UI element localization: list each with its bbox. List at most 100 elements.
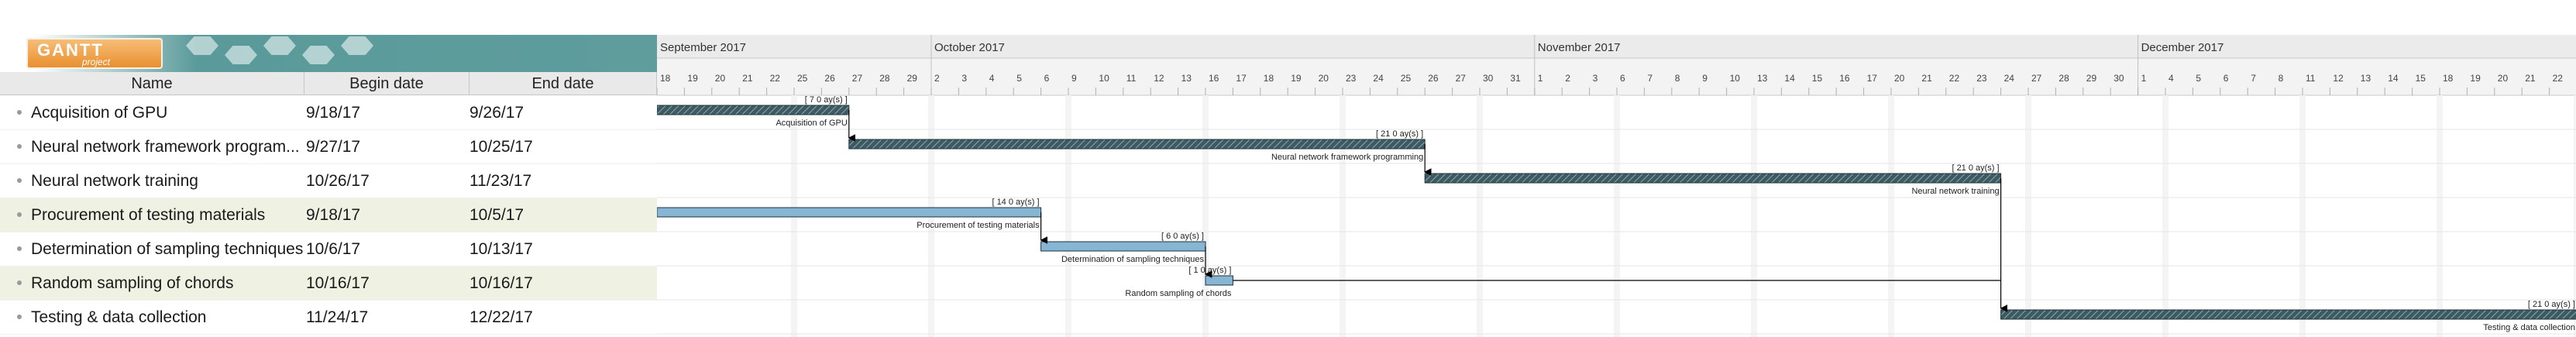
task-end-date: 10/5/17: [469, 206, 524, 224]
task-name: Determination of sampling techniques: [31, 240, 304, 258]
task-name: Random sampling of chords: [31, 274, 234, 292]
task-begin-date: 9/18/17: [306, 206, 361, 224]
task-bullet-icon: [17, 280, 22, 285]
day-label: 19: [1291, 73, 1302, 84]
task-bar: [1424, 173, 2002, 184]
day-label: 11: [2306, 73, 2316, 84]
gantt-logo: [26, 38, 163, 69]
day-label: 20: [1894, 73, 1905, 84]
task-bar-label: Neural network training: [1911, 187, 1999, 196]
month-label: October 2017: [934, 41, 1005, 54]
task-duration-label: [ 21 0 ay(s) ]: [2528, 300, 2575, 309]
task-begin-date: 10/6/17: [306, 240, 361, 258]
day-label: 13: [1181, 73, 1192, 84]
day-label: 2: [934, 73, 940, 84]
day-label: 2: [1565, 73, 1570, 84]
task-duration-label: [ 6 0 ay(s) ]: [1161, 232, 1204, 241]
day-label: 14: [2388, 73, 2399, 84]
weekend-shade: [2437, 95, 2443, 337]
weekend-shade: [1340, 95, 1346, 337]
column-header-end-date[interactable]: End date: [469, 72, 657, 95]
month-label: December 2017: [2141, 41, 2224, 54]
day-label: 26: [824, 73, 835, 84]
day-label: 25: [797, 73, 808, 84]
task-bar-label: Testing & data collection: [2483, 323, 2575, 332]
task-bar-label: Acquisition of GPU: [776, 119, 847, 128]
day-label: 18: [660, 73, 671, 84]
task-name: Neural network framework program...: [31, 138, 300, 156]
day-label: 23: [1346, 73, 1357, 84]
day-label: 13: [1757, 73, 1768, 84]
day-label: 30: [2113, 73, 2124, 84]
month-label: September 2017: [660, 41, 746, 54]
day-label: 6: [2223, 73, 2229, 84]
day-label: 8: [2279, 73, 2284, 84]
day-label: 5: [1016, 73, 1022, 84]
task-bullet-icon: [17, 178, 22, 183]
day-label: 24: [2004, 73, 2015, 84]
day-label: 15: [1812, 73, 1823, 84]
day-label: 16: [1839, 73, 1850, 84]
task-bar-label: Neural network framework programming: [1271, 153, 1423, 162]
task-duration-label: [ 14 0 ay(s) ]: [992, 198, 1039, 207]
day-label: 6: [1620, 73, 1625, 84]
day-label: 23: [1976, 73, 1987, 84]
day-label: 19: [687, 73, 698, 84]
task-row[interactable]: Neural network framework program...9/27/…: [0, 130, 657, 164]
task-name: Testing & data collection: [31, 308, 207, 326]
column-header-name[interactable]: Name: [0, 72, 304, 95]
task-begin-date: 11/24/17: [306, 308, 369, 326]
task-row[interactable]: Testing & data collection 11/24/17 12/22/1…: [0, 301, 657, 335]
weekend-shade: [1477, 95, 1483, 337]
task-bar-label: Determination of sampling techniques: [1061, 255, 1205, 264]
day-label: 16: [1209, 73, 1219, 84]
day-label: 25: [1401, 73, 1412, 84]
weekend-shade: [2025, 95, 2031, 337]
task-end-date: 11/23/17: [469, 172, 532, 190]
task-name: Procurement of testing materials: [31, 206, 266, 224]
task-duration-label: [ 21 0 ay(s) ]: [1952, 163, 1999, 173]
logo-subtext: project: [82, 57, 111, 67]
day-label: 20: [2498, 73, 2509, 84]
task-name: Acquisition of GPU: [31, 104, 168, 122]
day-label: 5: [2196, 73, 2201, 84]
task-name: Neural network training: [31, 172, 198, 190]
day-label: 28: [879, 73, 890, 84]
day-label: 11: [1126, 73, 1137, 84]
day-label: 13: [2361, 73, 2371, 84]
day-label: 20: [1319, 73, 1329, 84]
day-label: 1: [2141, 73, 2147, 84]
day-label: 31: [1510, 73, 1521, 84]
day-label: 28: [2058, 73, 2069, 84]
day-label: 29: [2086, 73, 2097, 84]
day-label: 1: [1538, 73, 1543, 84]
day-label: 14: [1784, 73, 1795, 84]
logo-text: GANTT: [37, 40, 104, 60]
weekend-shade: [2574, 95, 2576, 337]
day-label: 26: [1428, 73, 1439, 84]
weekend-shade: [1888, 95, 1894, 337]
column-header-begin-date[interactable]: Begin date: [304, 72, 469, 95]
day-label: 27: [1456, 73, 1467, 84]
task-bullet-icon: [17, 110, 22, 115]
task-duration-label: [ 21 0 ay(s) ]: [1376, 129, 1423, 139]
day-label: 4: [2168, 73, 2174, 84]
day-label: 22: [2553, 73, 2564, 84]
day-label: 21: [1921, 73, 1932, 84]
day-label: 24: [1373, 73, 1384, 84]
day-label: 18: [2443, 73, 2454, 84]
logo-banner: GANTT project: [0, 35, 657, 72]
day-label: 7: [1647, 73, 1653, 84]
task-row[interactable]: Procurement of testing materials 9/18/17 1…: [0, 198, 657, 232]
task-bar: [1205, 275, 1233, 286]
day-label: 6: [1044, 73, 1050, 84]
day-label: 21: [2525, 73, 2536, 84]
task-end-date: 12/22/17: [469, 308, 533, 326]
day-label: 10: [1730, 73, 1741, 84]
